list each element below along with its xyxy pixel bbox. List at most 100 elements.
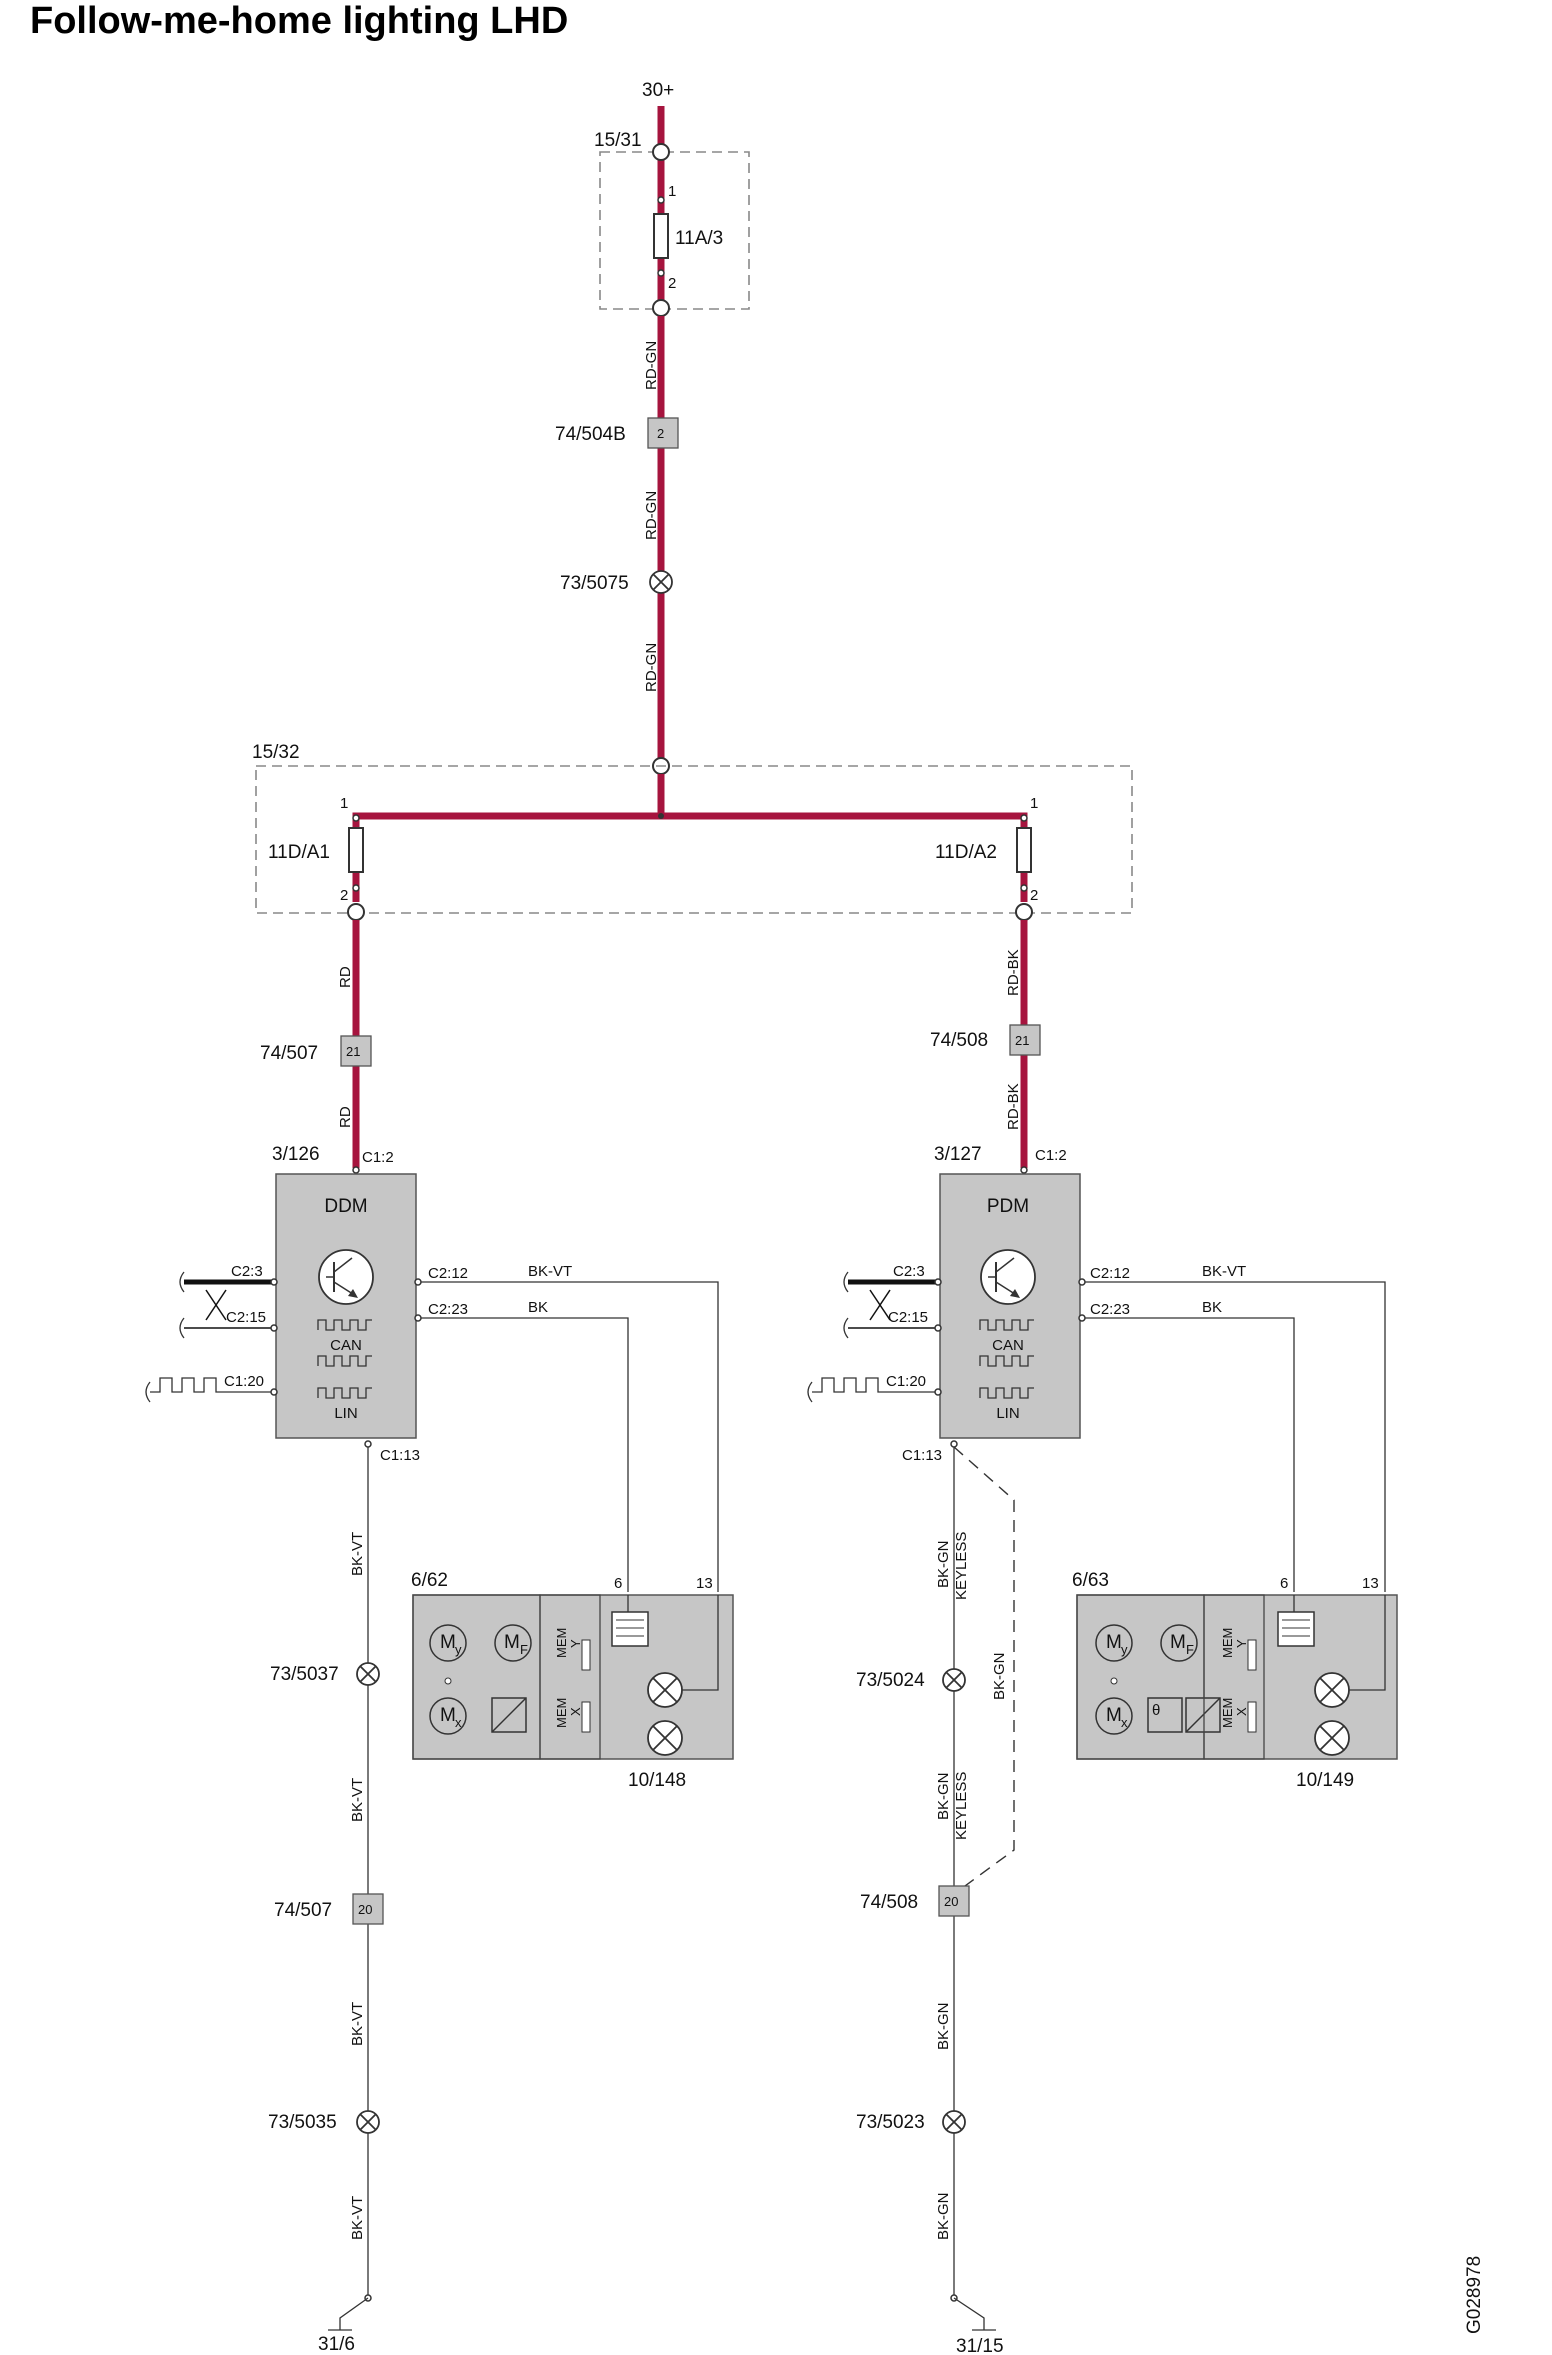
connector-74-507-top <box>340 1035 372 1067</box>
ddm-pin-c223: C2:23 <box>428 1301 468 1318</box>
fuse-11a3 <box>653 213 669 259</box>
pdm-pin-c212: C2:12 <box>1090 1265 1130 1282</box>
fuse-11d-a1-pin-out: 2 <box>340 887 348 904</box>
pdm-wire-bk-to-mirror <box>1085 1317 1295 1592</box>
ddm-lin-wave-icon <box>317 1387 372 1399</box>
ddm-module <box>275 1173 417 1439</box>
right-keyless-label-1: KEYLESS <box>953 1532 970 1600</box>
right-keyless-alt-path <box>953 1446 1015 1895</box>
left-module-ref: 3/126 <box>272 1144 320 1165</box>
svg-text:X: X <box>1234 1707 1249 1716</box>
connector-74-504b-label: 74/504B <box>555 424 626 445</box>
ddm-can-wave-icon <box>317 1319 372 1331</box>
fuse-11d-a1-pin-in: 1 <box>340 795 348 812</box>
ddm-transistor-icon <box>318 1249 374 1305</box>
supply-label: 30+ <box>642 80 674 101</box>
splice-73-5037-label: 73/5037 <box>270 1664 339 1685</box>
pdm-lin-wave-icon <box>979 1387 1034 1399</box>
svg-text:M: M <box>440 1632 456 1653</box>
right-wire-color-rdbk-2: RD-BK <box>1005 1083 1022 1130</box>
diagram-title: Follow-me-home lighting LHD <box>30 0 569 42</box>
svg-text:M: M <box>504 1632 520 1653</box>
left-mirror-unit <box>412 1594 734 1760</box>
pdm-can-label: CAN <box>992 1337 1024 1354</box>
fusebox-top-terminal-in <box>652 143 670 161</box>
left-wire-color-bkvt-1: BK-VT <box>349 1532 366 1576</box>
right-heater-icon <box>1277 1611 1315 1647</box>
right-mirror-lamp-ref: 10/149 <box>1296 1770 1354 1791</box>
left-wire-color-bkvt-4: BK-VT <box>349 2196 366 2240</box>
left-heater-icon <box>611 1611 649 1647</box>
left-wire-color-rd-2: RD <box>337 1106 354 1128</box>
wire-color-2: RD-GN <box>643 491 660 540</box>
connector-74-508-top-label: 74/508 <box>930 1030 988 1051</box>
left-pin-c12: C1:2 <box>362 1149 394 1166</box>
pdm-lin-label: LIN <box>996 1405 1019 1422</box>
ddm-lin-label: LIN <box>334 1405 357 1422</box>
left-lamp-1-icon <box>647 1672 683 1708</box>
svg-text:X: X <box>568 1707 583 1716</box>
pdm-pin-c23: C2:3 <box>893 1263 925 1280</box>
right-mem-x-label: MEM <box>1220 1698 1235 1728</box>
splice-73-5075-label: 73/5075 <box>560 573 629 594</box>
right-keyless-label-2: KEYLESS <box>953 1772 970 1840</box>
right-wire-color-rdbk-1: RD-BK <box>1005 949 1022 996</box>
pdm-module <box>939 1173 1081 1439</box>
fusebox-mid-label: 15/32 <box>252 742 300 763</box>
right-mirror-pin6: 6 <box>1280 1575 1288 1592</box>
right-wire-color-bkgn-3: BK-GN <box>935 2002 952 2050</box>
right-pin-c12: C1:2 <box>1035 1147 1067 1164</box>
ddm-pin-c212: C2:12 <box>428 1265 468 1282</box>
splice-73-5024 <box>942 1668 966 1692</box>
splice-73-5035-label: 73/5035 <box>268 2112 337 2133</box>
right-motor-x-icon <box>1095 1697 1133 1735</box>
left-ground-label: 31/6 <box>318 2334 355 2355</box>
right-ground-symbol <box>953 2297 985 2330</box>
ddm-lin-signal <box>150 1377 272 1393</box>
connector-74-508-top-pin: 21 <box>1015 1033 1029 1048</box>
connector-74-508-bottom <box>938 1885 970 1917</box>
splice-73-5024-label: 73/5024 <box>856 1670 925 1691</box>
svg-text:θ: θ <box>1152 1702 1160 1719</box>
connector-74-504b <box>647 417 679 449</box>
wire-color-1: RD-GN <box>643 341 660 390</box>
svg-text:x: x <box>455 1715 462 1730</box>
left-mirror-ref: 6/62 <box>411 1570 448 1591</box>
ddm-wire-bkvt-to-mirror <box>421 1281 719 1592</box>
ddm-pin-c113: C1:13 <box>380 1447 420 1464</box>
connector-74-504b-pin: 2 <box>657 426 664 441</box>
right-wire-color-bkgn-1: BK-GN <box>935 1540 952 1588</box>
right-wire-color-bkgn-4: BK-GN <box>935 2192 952 2240</box>
connector-74-507-bottom <box>352 1893 384 1925</box>
left-mirror-pin6: 6 <box>614 1575 622 1592</box>
fuse-11a3-pin-out: 2 <box>668 275 676 292</box>
connector-74-507-bottom-pin: 20 <box>358 1902 372 1917</box>
ddm-can-label: CAN <box>330 1337 362 1354</box>
left-wire-color-bkvt-2: BK-VT <box>349 1778 366 1822</box>
fuse-11a3-pin-in: 1 <box>668 183 676 200</box>
svg-text:M: M <box>1106 1632 1122 1653</box>
splice-73-5075 <box>649 570 673 594</box>
right-mem-y-label: MEM <box>1220 1628 1235 1658</box>
ddm-pin-c23: C2:3 <box>231 1263 263 1280</box>
svg-text:y: y <box>455 1642 462 1657</box>
left-motor-f-icon <box>494 1624 532 1662</box>
connector-74-508-bottom-label: 74/508 <box>860 1892 918 1913</box>
svg-text:M: M <box>1170 1632 1186 1653</box>
right-lamp-1-icon <box>1314 1672 1350 1708</box>
svg-text:F: F <box>1186 1642 1194 1657</box>
ddm-wire-bk-label: BK <box>528 1299 548 1316</box>
ddm-wire-bk-to-mirror <box>421 1317 629 1592</box>
pdm-transistor-icon <box>980 1249 1036 1305</box>
right-mirror-pin13: 13 <box>1362 1575 1379 1592</box>
fuse-11d-a2-label: 11D/A2 <box>935 842 997 863</box>
right-module-ref: 3/127 <box>934 1144 982 1165</box>
pdm-wire-bk-label: BK <box>1202 1299 1222 1316</box>
left-lamp-2-icon <box>647 1720 683 1756</box>
left-wire-color-rd-1: RD <box>337 966 354 988</box>
fuse-11d-a1-label: 11D/A1 <box>268 842 330 863</box>
wire-color-3: RD-GN <box>643 643 660 692</box>
pdm-lin-signal <box>812 1377 936 1393</box>
svg-text:x: x <box>1121 1715 1128 1730</box>
